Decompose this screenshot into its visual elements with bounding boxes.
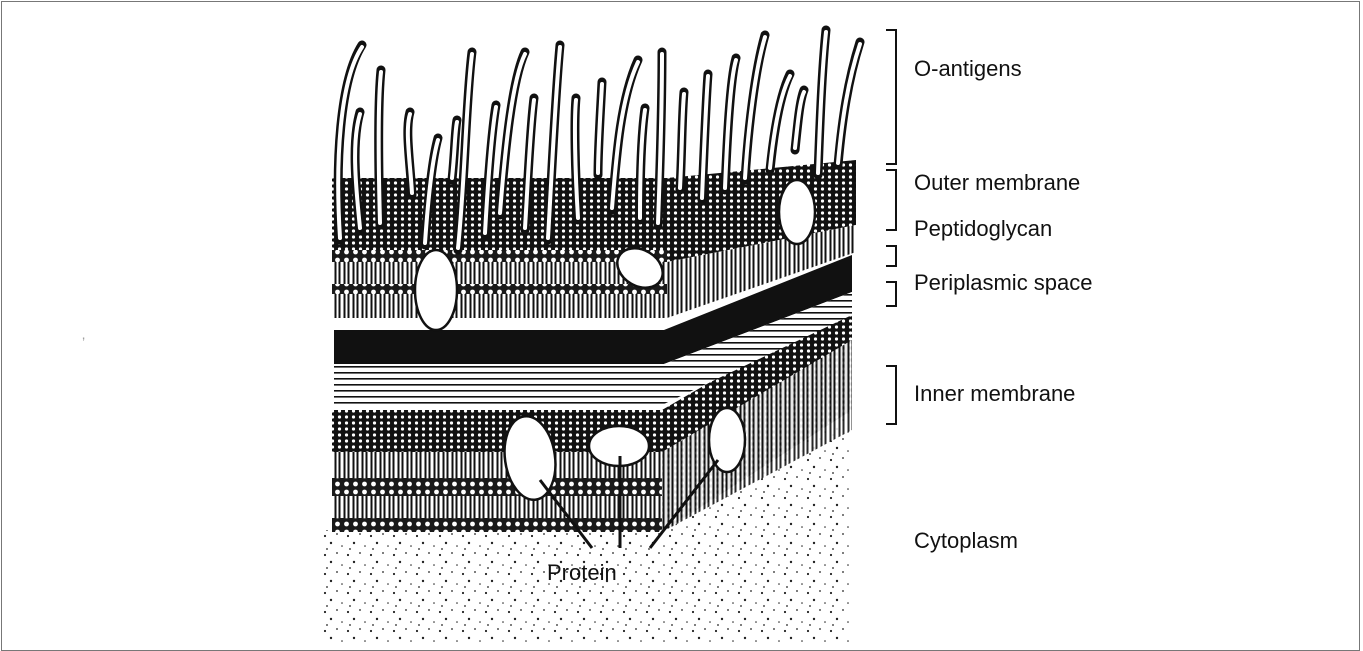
bracket-inner-membrane [886, 366, 896, 424]
label-protein: Protein [547, 562, 617, 584]
bracket-peptidoglycan [886, 246, 896, 266]
bracket-o-antigens [886, 30, 896, 164]
label-inner-membrane: Inner membrane [914, 383, 1075, 405]
outer-protein-1 [415, 250, 457, 330]
label-brackets [886, 30, 896, 424]
label-o-antigens: O-antigens [914, 58, 1022, 80]
label-peptidoglycan: Peptidoglycan [914, 218, 1052, 240]
bracket-outer-membrane [886, 170, 896, 230]
label-periplasmic-space: Periplasmic space [914, 272, 1093, 294]
bracket-periplasmic [886, 282, 896, 306]
label-outer-membrane: Outer membrane [914, 172, 1080, 194]
outer-protein-3 [779, 180, 815, 244]
stray-mark: ’ [82, 334, 85, 350]
label-cytoplasm: Cytoplasm [914, 530, 1018, 552]
